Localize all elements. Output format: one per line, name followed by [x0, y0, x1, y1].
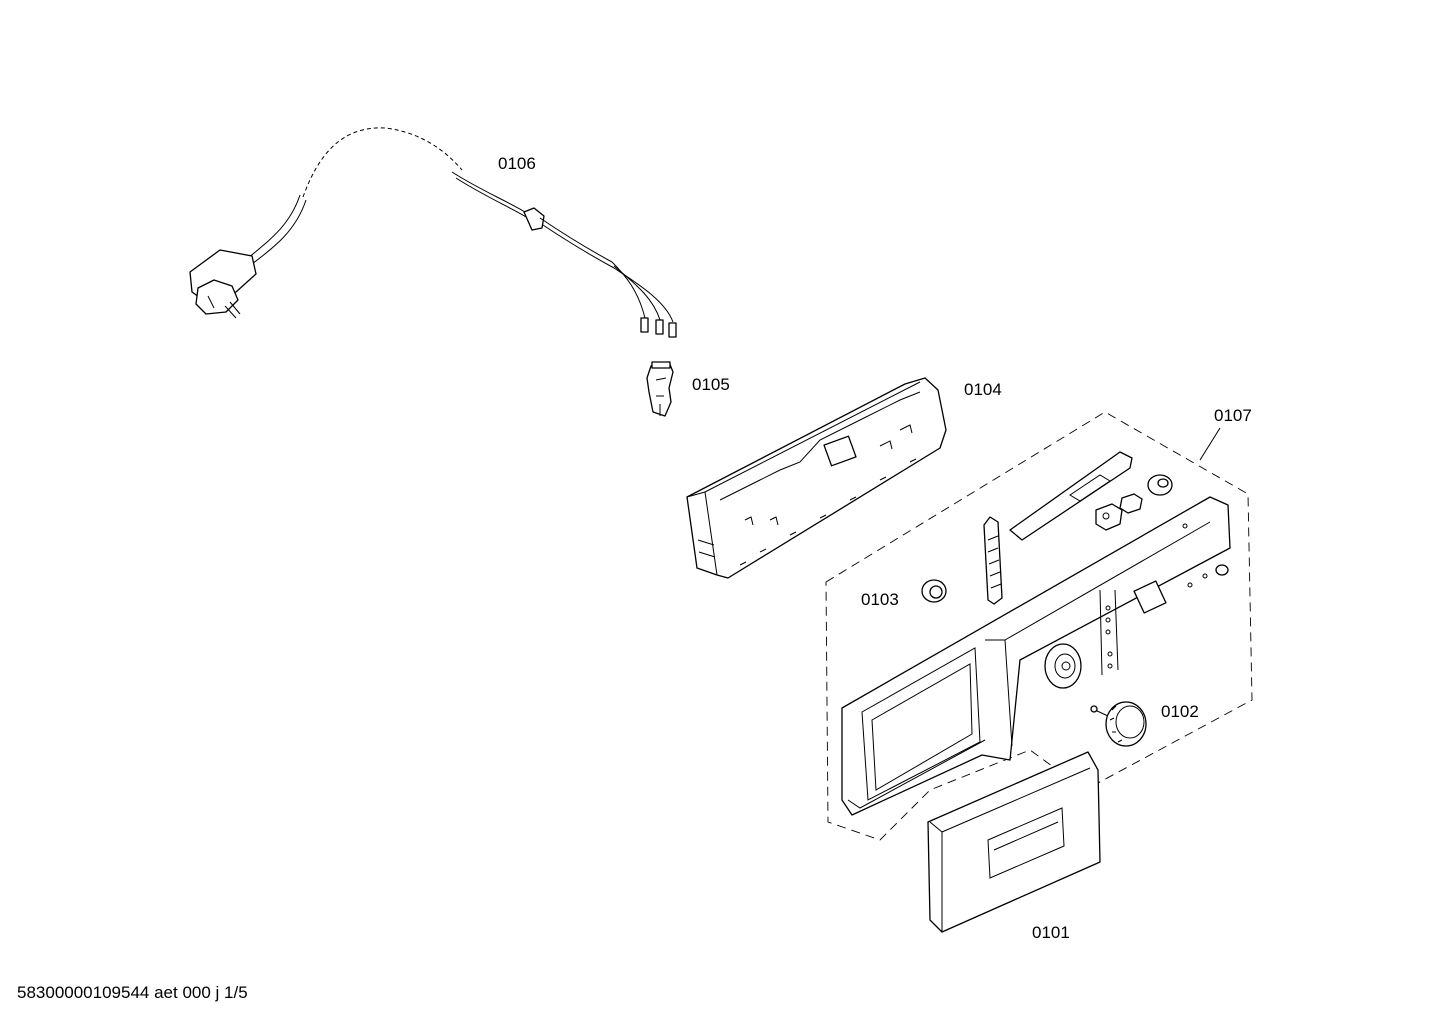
- part-0101: [927, 751, 1101, 933]
- label-0103: 0103: [861, 590, 899, 609]
- part-0104: [686, 377, 947, 579]
- power-cord: [189, 127, 677, 338]
- label-0101: 0101: [1032, 923, 1070, 942]
- part-0107-knob-cap: [1147, 474, 1173, 496]
- part-control-panel: [841, 496, 1231, 816]
- label-0105: 0105: [692, 375, 730, 394]
- label-0106: 0106: [498, 154, 536, 173]
- label-0107: 0107: [1214, 406, 1252, 425]
- part-0107-rod: [1009, 451, 1133, 541]
- part-0102: [1090, 701, 1147, 747]
- part-0107-clips: [1095, 493, 1143, 531]
- part-0103: [921, 579, 947, 603]
- part-light-guide: [983, 516, 1003, 605]
- leader-0107: [1199, 427, 1221, 461]
- document-footer: 58300000109544 aet 000 j 1/5: [17, 983, 248, 1002]
- label-0102: 0102: [1161, 702, 1199, 721]
- label-0104: 0104: [964, 380, 1002, 399]
- part-0105: [646, 361, 674, 417]
